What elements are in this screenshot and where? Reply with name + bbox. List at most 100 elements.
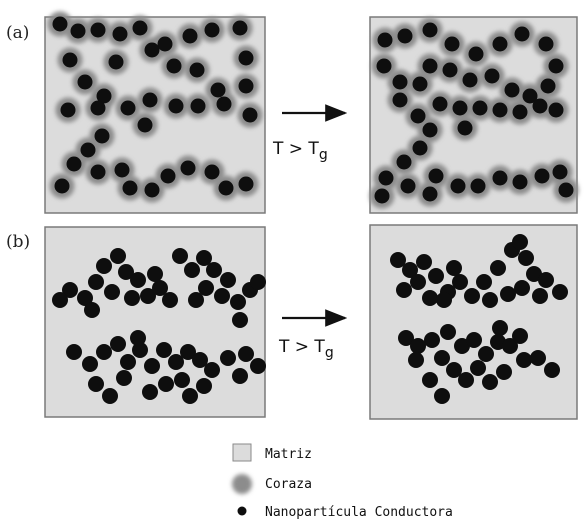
nanoparticle [157,36,173,52]
nanoparticle [250,274,266,290]
nanoparticle [532,288,548,304]
nanoparticle [422,186,438,202]
nanoparticle [470,178,486,194]
nanoparticle [530,350,546,366]
nanoparticle [62,282,78,298]
nanoparticle [428,168,444,184]
nanoparticle [168,354,184,370]
nanoparticle [548,102,564,118]
nanoparticle [410,108,426,124]
nanoparticle [376,58,392,74]
nanoparticle [174,372,190,388]
nanoparticle [232,312,248,328]
nanoparticle [512,174,528,190]
nanoparticle [110,336,126,352]
nanoparticle [408,352,424,368]
nanoparticle [412,140,428,156]
nanoparticle [206,262,222,278]
panel-b-before-box [44,226,266,418]
nanoparticle [130,272,146,288]
nanoparticle [446,362,462,378]
nanoparticle [457,120,473,136]
nanoparticle [144,182,160,198]
nanoparticle [428,268,444,284]
nanoparticle [188,292,204,308]
nanoparticle [544,362,560,378]
nanoparticle [238,78,254,94]
nanoparticle [142,92,158,108]
nanoparticle [398,330,414,346]
nanoparticle [514,280,530,296]
nanoparticle [120,354,136,370]
nanoparticle [378,170,394,186]
nanoparticle [482,374,498,390]
nanoparticle [96,88,112,104]
condition-label-a: T > Tg [272,139,328,163]
nanoparticle [496,364,512,380]
nanoparticle [422,22,438,38]
nanoparticle [168,98,184,114]
panel-a-before-particles [47,11,263,203]
legend-matrix-label: Matriz [265,447,312,462]
nanoparticle [114,162,130,178]
nanoparticle [434,350,450,366]
nanoparticle [192,352,208,368]
nanoparticle [450,178,466,194]
nanoparticle [204,22,220,38]
nanoparticle [162,292,178,308]
nanoparticle [238,176,254,192]
nanoparticle [492,320,508,336]
nanoparticle [526,266,542,282]
nanoparticle [377,32,393,48]
nanoparticle [392,74,408,90]
nanoparticle [108,54,124,70]
nanoparticle [446,260,462,276]
nanoparticle [452,274,468,290]
nanoparticle [180,160,196,176]
legend-shell-label: Coraza [265,477,312,492]
nanoparticle [102,388,118,404]
nanoparticle [142,384,158,400]
nanoparticle [458,372,474,388]
nanoparticle [220,350,236,366]
nanoparticle [160,168,176,184]
nanoparticle [118,264,134,280]
nanoparticle [532,98,548,114]
nanoparticle [66,344,82,360]
nanoparticle [214,288,230,304]
nanoparticle [424,332,440,348]
nanoparticle [470,360,486,376]
nanoparticle [216,96,232,112]
nanoparticle [492,170,508,186]
nanoparticle [482,292,498,308]
nanoparticle [220,272,236,288]
nanoparticle [96,344,112,360]
nanoparticle [538,272,554,288]
nanoparticle [558,182,574,198]
nanoparticle [60,102,76,118]
nanoparticle [392,92,408,108]
nanoparticle [238,50,254,66]
nanoparticle [104,284,120,300]
nanoparticle [196,250,212,266]
panel-a-after-particles [369,17,579,209]
nanoparticle [538,36,554,52]
nanoparticle [468,46,484,62]
nanoparticle [70,23,86,39]
nanoparticle [502,338,518,354]
nanoparticle [432,96,448,112]
panel-b-after-particles [390,234,568,404]
nanoparticle [410,274,426,290]
nanoparticle [440,324,456,340]
nanoparticle [522,88,538,104]
nanoparticle [230,294,246,310]
nanoparticle [182,28,198,44]
nanoparticle [132,342,148,358]
nanoparticle [180,344,196,360]
nanoparticle [540,78,556,94]
nanoparticle [147,266,163,282]
nanoparticle [82,356,98,372]
nanoparticle [152,280,168,296]
nanoparticle [116,370,132,386]
